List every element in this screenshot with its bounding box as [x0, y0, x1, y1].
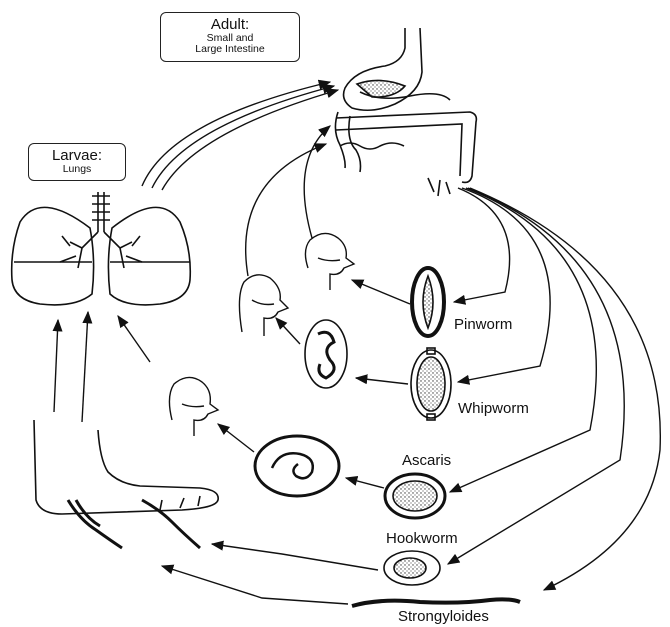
- hookworm-label: Hookworm: [386, 530, 458, 547]
- head-lower: [169, 377, 218, 436]
- ascaris-label: Ascaris: [402, 452, 451, 469]
- head-illustrations: [169, 233, 354, 436]
- larvae-label-box: Larvae: Lungs: [28, 143, 126, 181]
- ascaris-egg: [385, 474, 445, 518]
- arrows-skin-to-lungs: [54, 312, 150, 422]
- embryonated-egg-upper: [305, 320, 347, 388]
- whipworm-label: Whipworm: [458, 400, 529, 417]
- pinworm-egg: [412, 268, 444, 336]
- pinworm-label: Pinworm: [454, 316, 512, 333]
- intestine-illustration: [335, 28, 476, 196]
- larvae-title: Larvae:: [29, 148, 125, 164]
- arrows-ingestion: [246, 126, 330, 276]
- arrows-development: [162, 280, 410, 604]
- adult-line-2: Large Intestine: [161, 44, 299, 55]
- strongyloides-label: Strongyloides: [398, 608, 489, 625]
- whipworm-egg: [411, 348, 451, 420]
- adult-label-box: Adult: Small and Large Intestine: [160, 12, 300, 62]
- embryonated-egg-lower: [255, 436, 339, 496]
- larvae-subtitle: Lungs: [29, 164, 125, 175]
- hookworm-egg: [384, 551, 440, 585]
- lungs-illustration: [12, 192, 191, 305]
- larvae-illustration: [68, 500, 520, 606]
- head-upper-left: [239, 275, 288, 336]
- arrows-intestine-to-eggs: [448, 188, 660, 590]
- foot-illustration: [34, 420, 218, 514]
- head-upper-right: [305, 233, 354, 290]
- arrows-lungs-to-intestine: [142, 82, 338, 190]
- adult-title: Adult:: [161, 17, 299, 33]
